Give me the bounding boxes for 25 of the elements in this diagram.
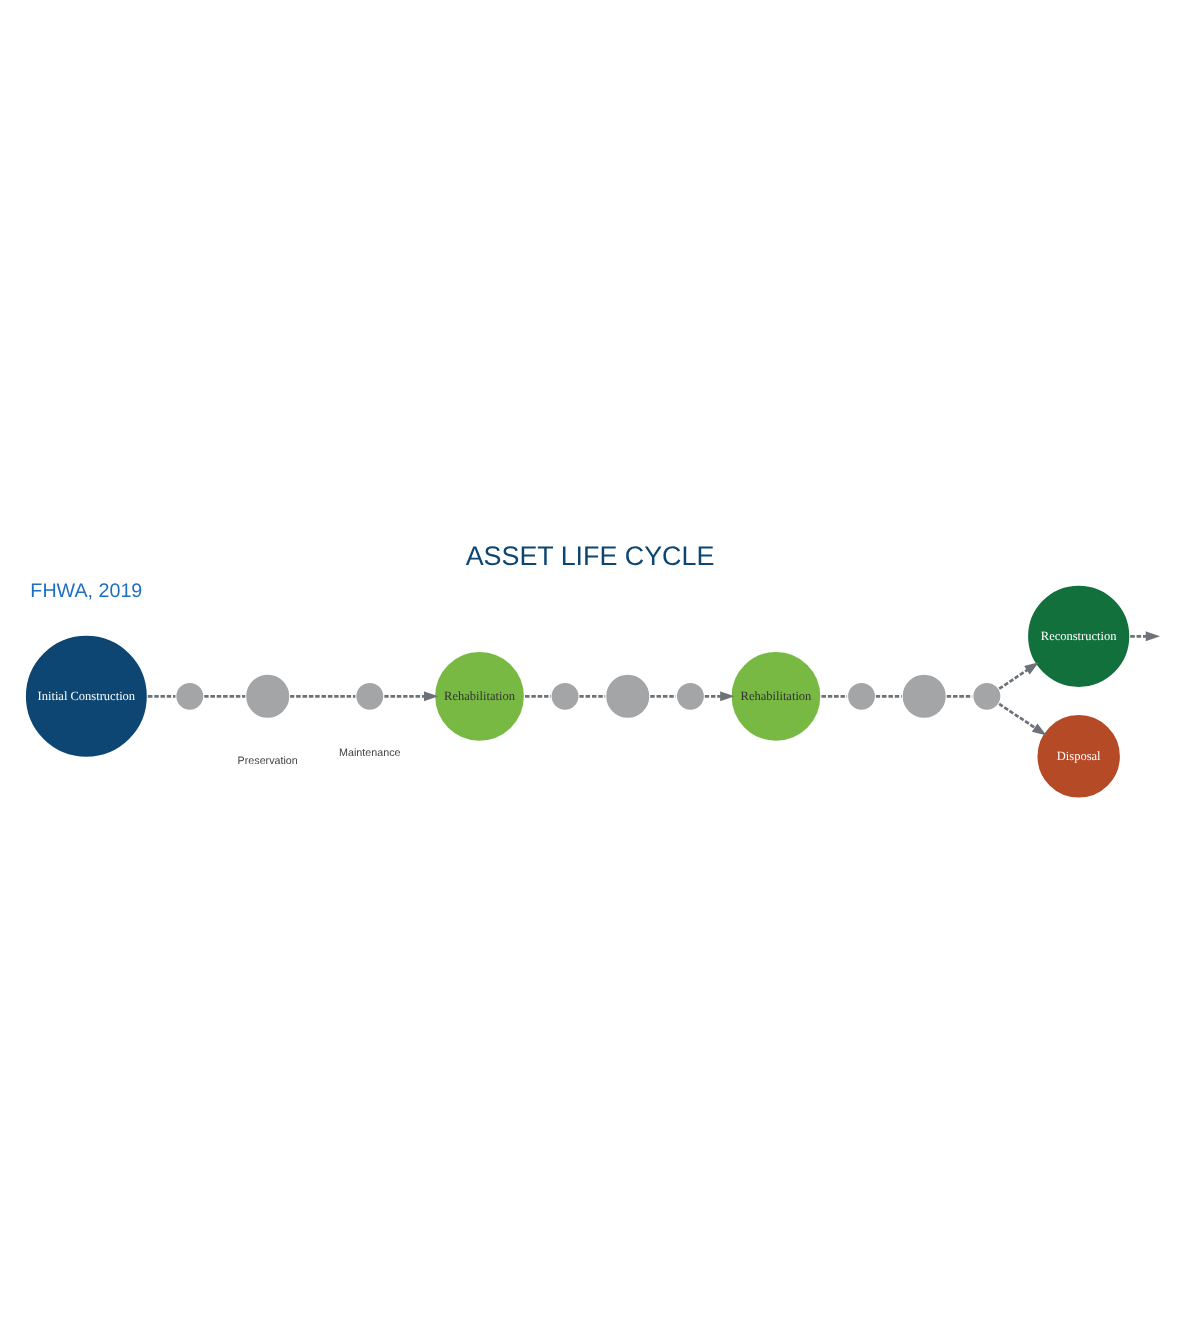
connector [147,694,176,698]
connector [946,694,973,698]
connector [650,694,676,698]
connector [579,694,606,698]
arrow [998,702,1047,736]
connector [875,694,902,698]
node-circle [604,673,652,720]
connector [525,694,551,698]
connector [204,694,246,698]
diagram-title: ASSET LIFE CYCLE [465,540,715,571]
node-circle [244,673,291,720]
connector [821,694,848,698]
arrow [998,662,1039,690]
node-circle [846,681,877,712]
node-circle [675,681,706,712]
node-circle [354,681,386,712]
label: FHWA, 2019 [30,581,143,604]
arrow [704,691,735,702]
node-circle [174,681,205,712]
node-circle [900,673,948,720]
node-circle [971,681,1003,712]
arrow [384,691,439,702]
node-circle [549,681,581,712]
arrow [1130,631,1161,642]
connector [290,694,356,698]
